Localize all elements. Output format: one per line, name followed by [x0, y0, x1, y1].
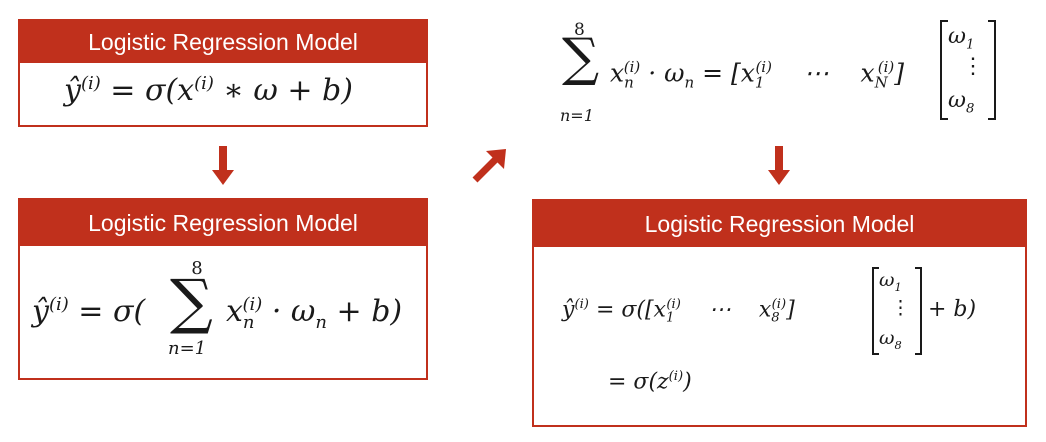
bottom-left-box-title: Logistic Regression Model: [20, 200, 426, 246]
top-right-formula: 8 ∑ n=1 xn(i) · ωn = [x1(i) ⋯ xN(i)] ω1 …: [556, 20, 1016, 130]
bottom-right-model-box: Logistic Regression Model ŷ(i) = σ([x1(i…: [532, 199, 1027, 427]
bottom-left-model-box: Logistic Regression Model ŷ(i) = σ( 8 ∑ …: [18, 198, 428, 380]
arrow-down-icon: [768, 146, 790, 185]
arrow-down-icon: [212, 146, 234, 185]
arrow-up-right-icon: [472, 149, 506, 183]
bottom-right-formula: ŷ(i) = σ([x1(i) ⋯ x8(i)] ω1 ⋮ ω8 + b) = …: [562, 267, 977, 395]
top-left-model-box: Logistic Regression Model ŷ(i) = σ(x(i) …: [18, 19, 428, 127]
top-left-formula: ŷ(i) = σ(x(i) ∗ ω + b): [64, 73, 353, 108]
bottom-right-box-title: Logistic Regression Model: [534, 201, 1025, 247]
bottom-left-formula: ŷ(i) = σ( 8 ∑ n=1 xn(i) · ωn + b): [32, 258, 403, 359]
top-left-box-title: Logistic Regression Model: [20, 21, 426, 63]
